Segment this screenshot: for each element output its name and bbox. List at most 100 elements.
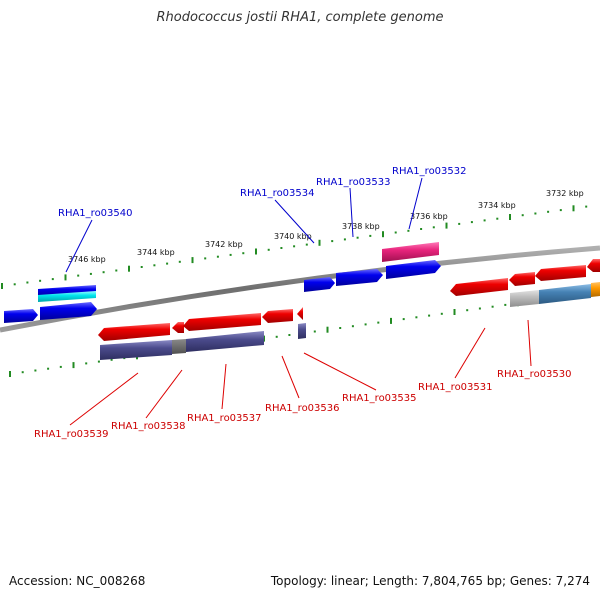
gene-arrow[interactable] [336, 269, 383, 286]
gene-label[interactable]: RHA1_ro03540 [58, 208, 133, 219]
minor-tick [351, 325, 354, 328]
gene-label[interactable]: RHA1_ro03536 [265, 403, 340, 414]
gene-arrow[interactable] [262, 309, 293, 323]
minor-tick [34, 369, 37, 372]
gene-label[interactable]: RHA1_ro03539 [34, 429, 109, 440]
scale-label: 3736 kbp [410, 212, 448, 221]
gene-arrow[interactable] [172, 322, 184, 333]
major-tick [255, 248, 257, 255]
minor-tick [420, 228, 423, 230]
forward-strand-genes [4, 242, 441, 323]
gene-arrow[interactable] [450, 278, 508, 296]
minor-tick [394, 231, 397, 234]
scale-label: 3734 kbp [478, 201, 516, 210]
minor-tick [458, 222, 461, 225]
scale-label: 3742 kbp [205, 240, 243, 249]
gene-label[interactable]: RHA1_ro03537 [187, 413, 262, 424]
minor-tick [115, 269, 118, 272]
gene-label[interactable]: RHA1_ro03535 [342, 393, 417, 404]
gene-arrow[interactable] [100, 340, 172, 360]
page-title: Rhodococcus jostii RHA1, complete genome [156, 10, 444, 25]
gene-arrow[interactable] [539, 284, 591, 304]
gene-arrow[interactable] [172, 339, 186, 354]
gene-label[interactable]: RHA1_ro03531 [418, 382, 493, 393]
minor-tick [47, 367, 50, 370]
minor-tick [428, 314, 431, 317]
gene-arrow[interactable] [386, 260, 441, 279]
bottom-leader-lines [69, 319, 532, 426]
gene-arrow[interactable] [298, 323, 306, 339]
minor-tick [140, 266, 143, 268]
minor-tick [521, 214, 524, 217]
minor-tick [305, 243, 308, 246]
reverse-strand-genes [98, 259, 600, 360]
gene-arrow[interactable] [297, 307, 303, 320]
top-gene-labels: RHA1_ro03540 RHA1_ro03534 RHA1_ro03533 R… [58, 166, 467, 219]
major-tick [445, 222, 448, 229]
minor-tick [39, 279, 42, 282]
minor-tick [547, 210, 550, 213]
gene-label[interactable]: RHA1_ro03533 [316, 177, 391, 188]
minor-tick [364, 323, 367, 326]
gene-arrow[interactable] [304, 277, 335, 292]
minor-tick [178, 260, 181, 263]
gene-label[interactable]: RHA1_ro03530 [497, 369, 572, 380]
major-tick [509, 214, 511, 220]
minor-tick [402, 318, 405, 321]
minor-tick [369, 234, 372, 237]
scale-label: 3738 kbp [342, 222, 380, 231]
gene-arrow[interactable] [4, 309, 38, 323]
scale-label: 3744 kbp [137, 248, 175, 257]
gene-arrow[interactable] [183, 313, 261, 331]
gene-arrow[interactable] [382, 242, 439, 262]
minor-tick [466, 309, 469, 312]
minor-tick [339, 327, 342, 329]
major-tick [382, 231, 384, 238]
minor-tick [483, 219, 486, 222]
major-tick [572, 205, 575, 212]
minor-tick [26, 281, 29, 284]
gene-arrow[interactable] [591, 282, 600, 297]
gene-label[interactable]: RHA1_ro03532 [392, 166, 467, 177]
gene-arrow[interactable] [510, 290, 539, 307]
minor-tick [356, 236, 359, 239]
minor-tick [470, 221, 473, 224]
minor-tick [13, 283, 16, 286]
major-tick [191, 257, 194, 264]
minor-tick [491, 305, 494, 308]
top-leader-lines [65, 177, 423, 273]
minor-tick [496, 217, 499, 220]
minor-tick [216, 255, 219, 258]
minor-tick [293, 245, 296, 248]
gene-arrow[interactable] [587, 259, 600, 272]
minor-tick [102, 271, 105, 274]
minor-tick [478, 307, 481, 310]
gene-arrow[interactable] [98, 323, 170, 341]
minor-tick [331, 240, 334, 243]
minor-tick [59, 365, 62, 368]
major-tick [9, 371, 11, 377]
major-tick [326, 326, 329, 333]
gene-arrow[interactable] [509, 272, 535, 286]
minor-tick [504, 303, 507, 306]
major-tick [453, 309, 456, 315]
minor-tick [267, 248, 270, 251]
minor-tick [440, 312, 443, 315]
gene-arrow[interactable] [535, 265, 586, 281]
minor-tick [288, 334, 291, 336]
scale-track-upper [1, 205, 588, 289]
minor-tick [313, 330, 316, 333]
gene-arrow[interactable] [38, 291, 96, 302]
major-tick [72, 362, 75, 369]
minor-tick [280, 247, 283, 249]
gene-arrow[interactable] [40, 302, 97, 320]
gene-arrow[interactable] [186, 331, 264, 352]
scale-labels: 3746 kbp 3744 kbp 3742 kbp 3740 kbp 3738… [68, 189, 584, 264]
minor-tick [89, 272, 92, 275]
gene-label[interactable]: RHA1_ro03538 [111, 421, 186, 432]
minor-tick [534, 212, 537, 215]
gene-label[interactable]: RHA1_ro03534 [240, 188, 315, 199]
minor-tick [275, 335, 278, 338]
accession-text: Accession: NC_008268 [9, 574, 146, 588]
